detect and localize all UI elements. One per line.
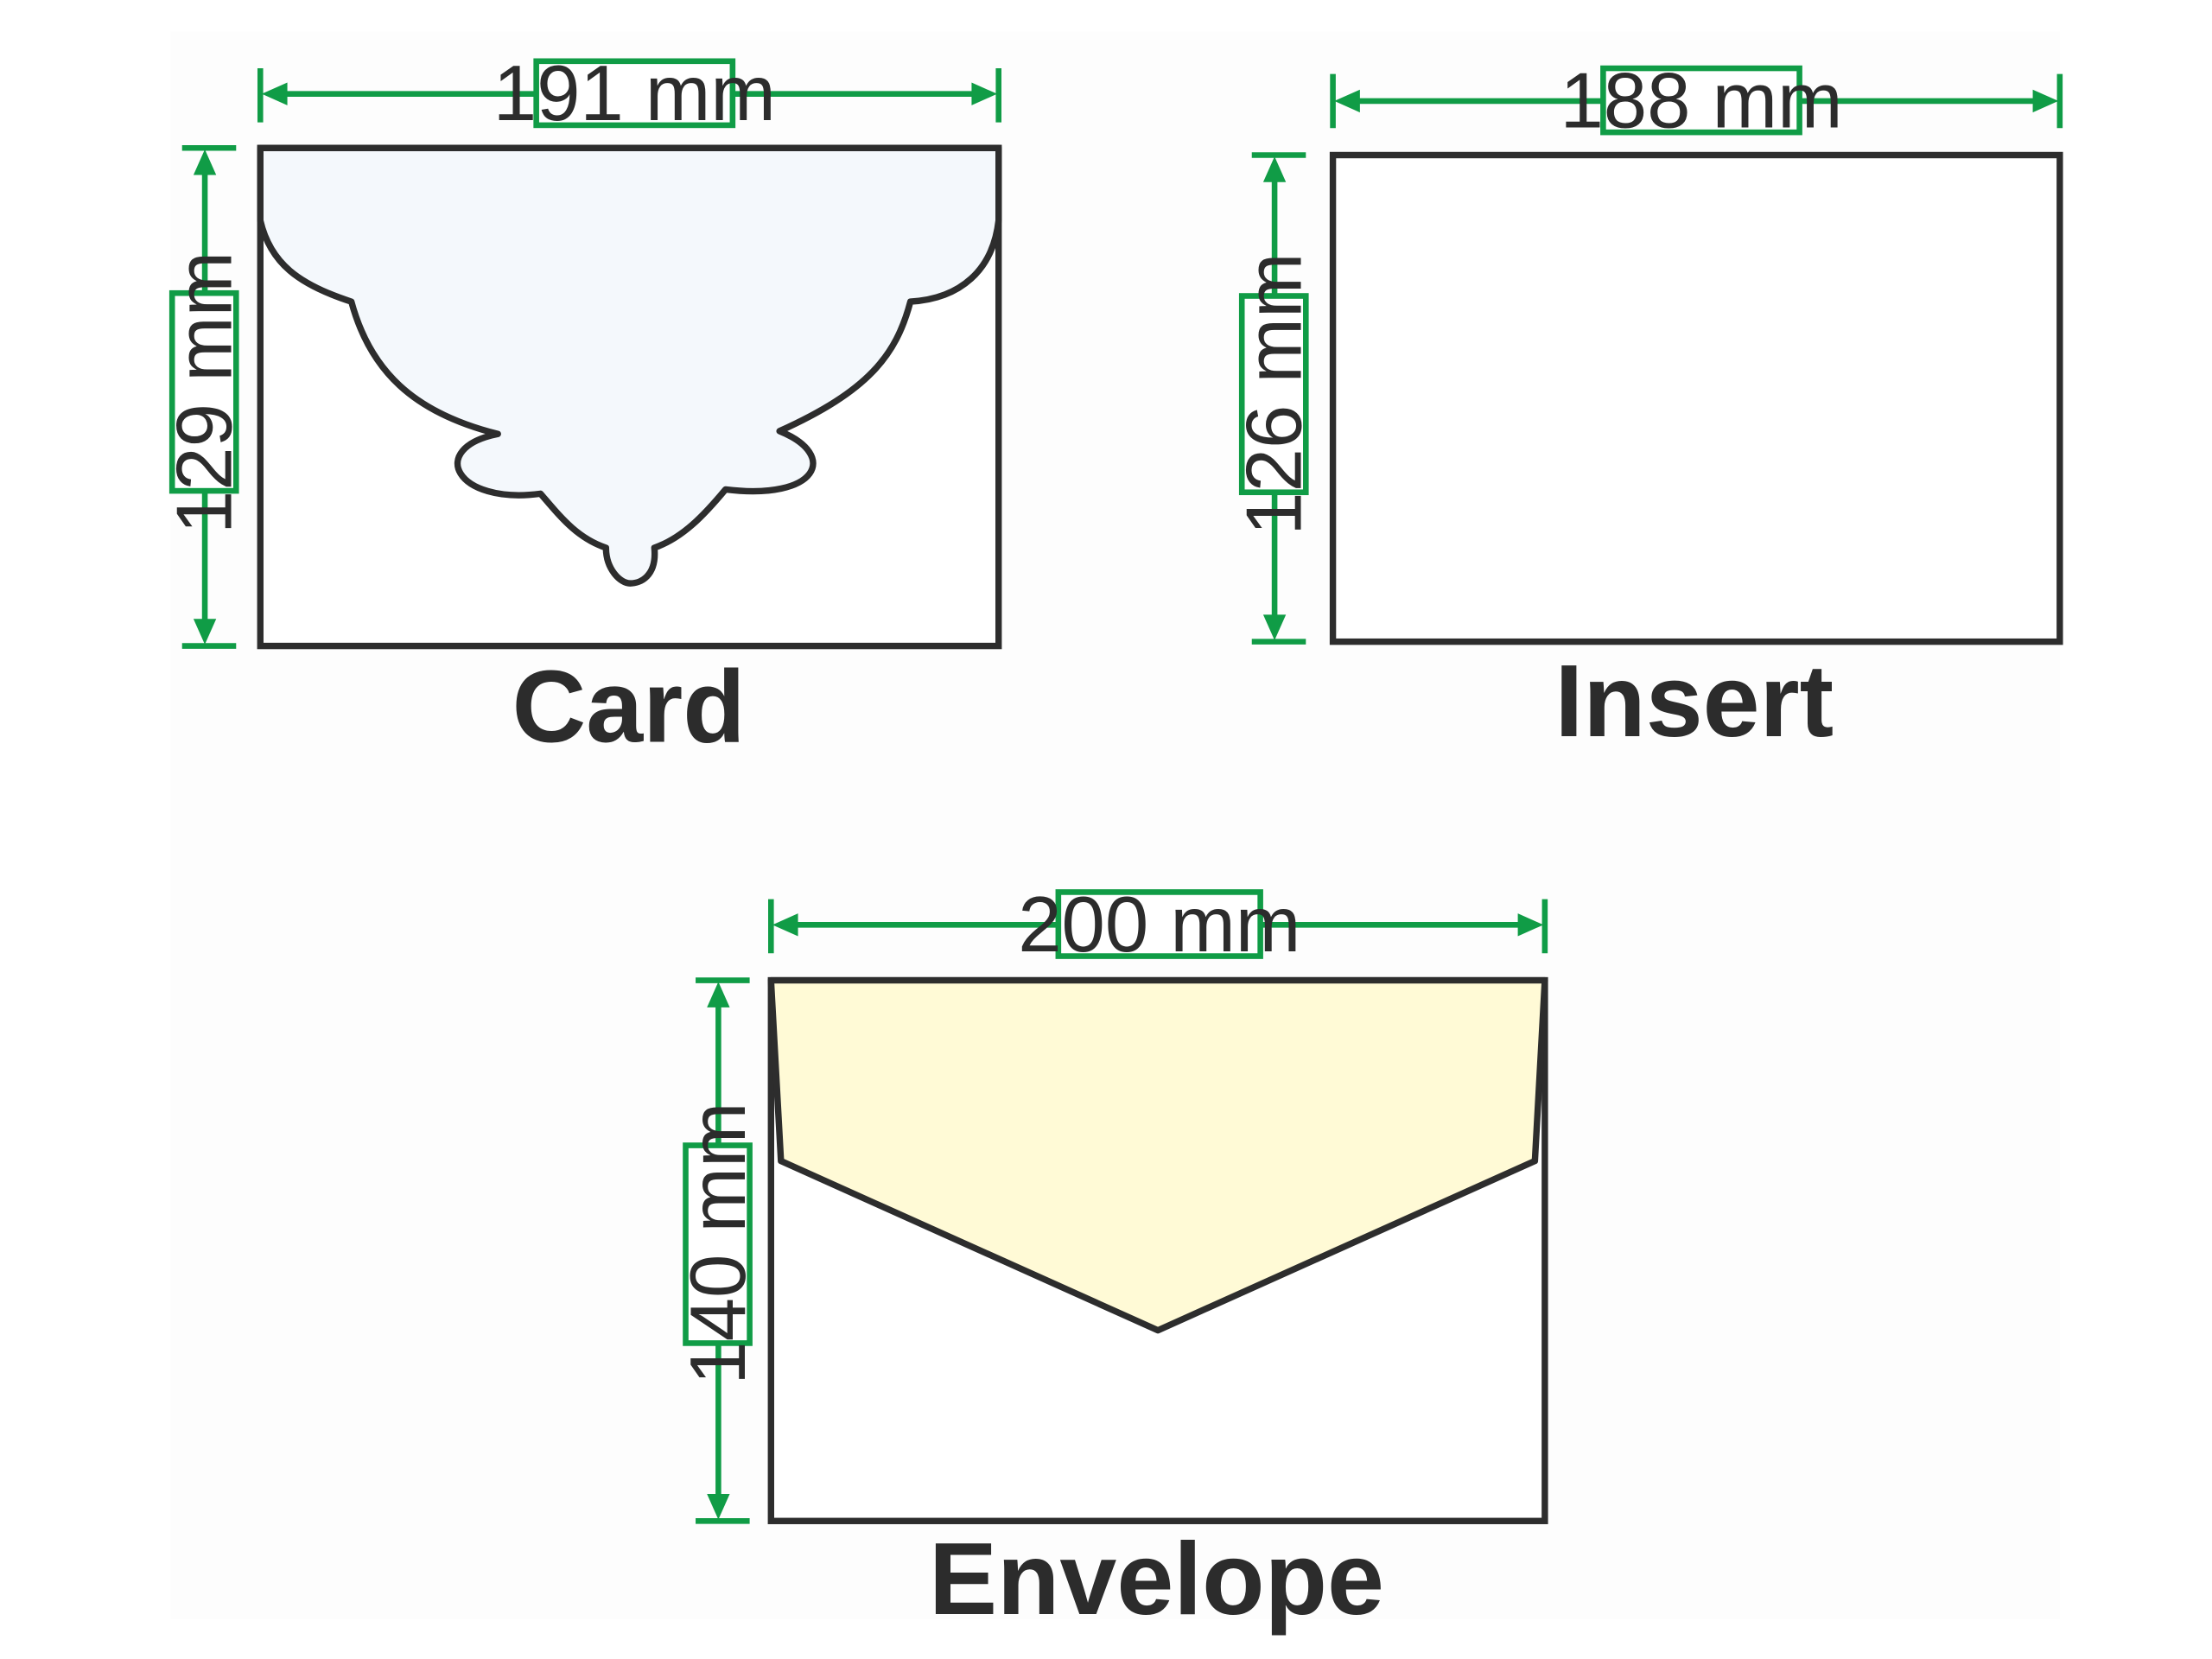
envelope-height-label-box — [683, 1142, 753, 1346]
insert-width-arrow-left — [1334, 89, 1360, 113]
envelope-height-arrow-bottom — [707, 1493, 730, 1520]
insert-width-label: 188 mm — [1560, 57, 1842, 144]
card-height-arrow-bottom — [193, 619, 217, 645]
card-caption: Card — [512, 650, 746, 764]
card-width-label: 191 mm — [493, 50, 776, 137]
envelope-width-arrow-left — [772, 913, 798, 937]
insert-height-label: 126 mm — [1231, 253, 1319, 536]
insert-width-label-box — [1600, 65, 1802, 136]
envelope-width-label: 200 mm — [1018, 881, 1300, 969]
insert-height-arrow-bottom — [1262, 614, 1287, 640]
envelope-caption: Envelope — [929, 1522, 1384, 1637]
envelope-group: 200 mm 140 mm Envelope — [675, 881, 1548, 1637]
card-group: 191 mm 129 mm Card — [162, 50, 1002, 764]
envelope-height-label: 140 mm — [675, 1103, 762, 1385]
card-flap — [257, 144, 1002, 587]
envelope-flap — [767, 976, 1548, 1334]
insert-width-arrow-right — [2032, 89, 2059, 113]
card-width-label-box — [533, 58, 736, 129]
card-width-arrow-left — [261, 82, 288, 105]
insert-height-label-box — [1238, 293, 1309, 496]
envelope-width-arrow-right — [1517, 913, 1544, 937]
insert-caption: Insert — [1554, 645, 1834, 759]
card-height-label-box — [168, 289, 239, 494]
insert-height-arrow-top — [1262, 156, 1287, 182]
envelope-width-label-box — [1055, 889, 1263, 959]
insert-group: 188 mm 126 mm Insert — [1231, 57, 2063, 759]
card-height-arrow-top — [193, 149, 217, 175]
card-width-arrow-right — [971, 82, 998, 105]
card-height-label: 129 mm — [162, 251, 249, 534]
insert-outline — [1329, 151, 2063, 645]
envelope-height-arrow-top — [707, 982, 730, 1007]
